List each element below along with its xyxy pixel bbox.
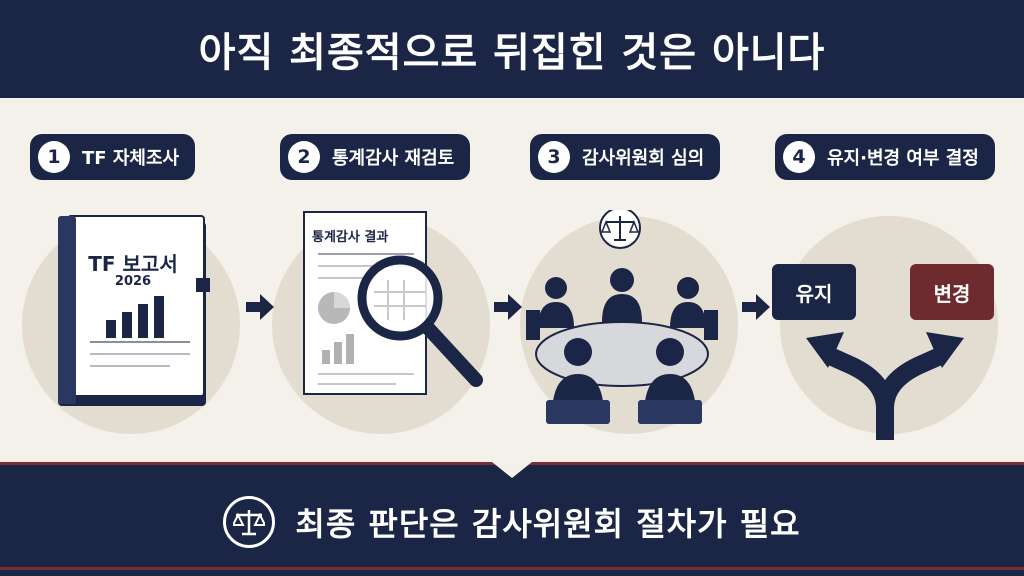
arrow-right-icon [246,294,274,320]
footer-bottom-rule [0,567,1024,570]
footer-banner: 최종 판단은 감사위원회 절차가 필요 [0,462,1024,576]
document-title: 통계감사 결과 [312,230,389,245]
step-1-label: 1 TF 자체조사 [30,134,196,180]
footer-text: 최종 판단은 감사위원회 절차가 필요 [295,505,801,543]
fork-arrow-icon [806,332,964,440]
step-4-text: 유지·변경 여부 결정 [827,148,979,169]
step-3-number: 3 [538,141,570,173]
process-flow: 1 TF 자체조사 2 통계감사 재검토 3 감사위원회 심의 4 유지·변경 … [0,98,1024,462]
step-4-label: 4 유지·변경 여부 결정 [775,134,995,180]
keep-option: 유지 [772,264,856,320]
arrow-right-icon [742,294,770,320]
footer-content: 최종 판단은 감사위원회 절차가 필요 [0,482,1024,562]
change-option: 변경 [910,264,994,320]
step-1-number: 1 [38,141,70,173]
committee-meeting-icon [526,210,718,424]
step-1-text: TF 자체조사 [82,148,180,169]
magnifier-icon [357,255,483,387]
report-year: 2026 [114,274,152,289]
step-2-text: 통계감사 재검토 [332,148,455,169]
page-title: 아직 최종적으로 뒤집힌 것은 아니다 [198,30,826,76]
arrow-right-icon [494,294,522,320]
step-4-number: 4 [783,141,815,173]
step-2-number: 2 [288,141,320,173]
scales-icon [223,496,276,548]
header-banner: 아직 최종적으로 뒤집힌 것은 아니다 [0,0,1024,98]
report-book-icon [58,215,210,406]
step-3-text: 감사위원회 심의 [582,148,705,169]
step-2-label: 2 통계감사 재검토 [280,134,471,180]
footer-notch [492,462,532,478]
report-title: TF 보고서 [88,252,178,276]
step-3-label: 3 감사위원회 심의 [530,134,721,180]
